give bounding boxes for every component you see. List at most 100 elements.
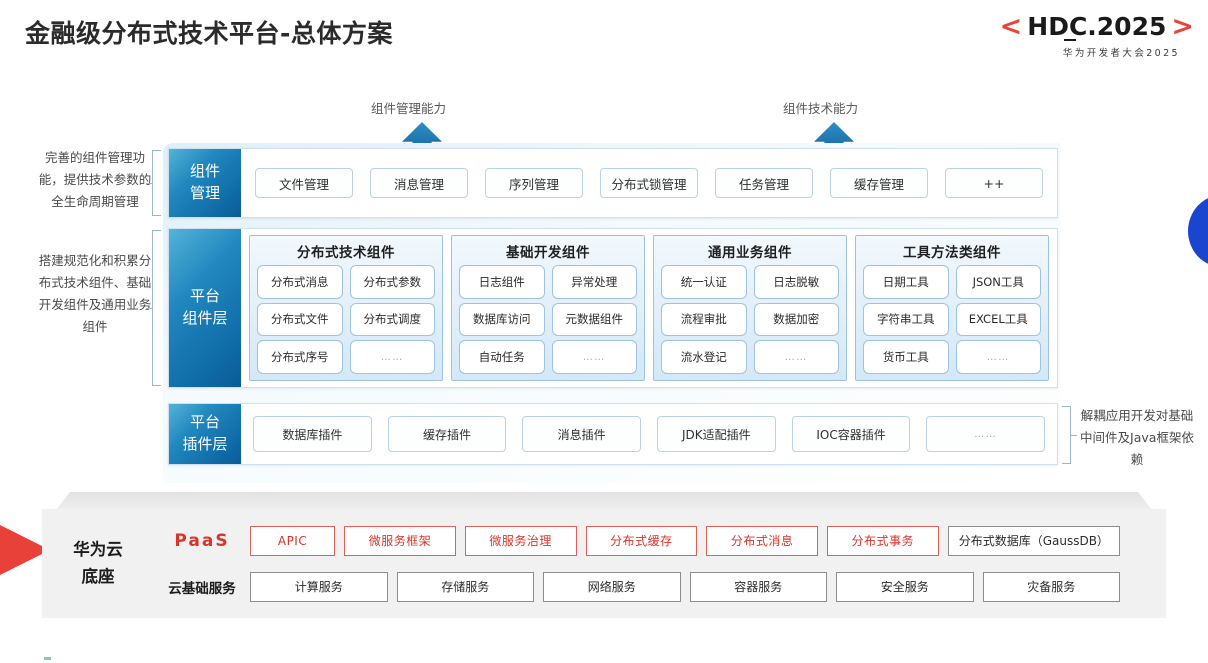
component-cell[interactable]: 字符串工具 [863,302,949,337]
hdc-logo-subtitle: 华为开发者大会2025 [1062,48,1180,59]
cloud-base-chip[interactable]: 网络服务 [543,571,681,602]
group-grid: 分布式消息 分布式参数 分布式文件 分布式调度 分布式序号 …… [257,265,435,374]
mgmt-item[interactable]: 任务管理 [715,168,813,198]
hdc-underline-mark [1064,39,1077,41]
platform-plugin-layer: 平台 插件层 数据库插件 缓存插件 消息插件 JDK适配插件 IOC容器插件 …… [168,403,1058,465]
platform-component-label: 平台 组件层 [169,229,241,387]
platform-plugin-label: 平台 插件层 [169,404,241,464]
component-cell[interactable]: 分布式参数 [349,265,435,299]
paas-chip[interactable]: 分布式消息 [706,525,818,556]
cloud-base-chip[interactable]: 容器服务 [689,571,827,602]
hdc-logo: < HDC.2025 > 华为开发者大会2025 [934,13,1194,59]
component-cell[interactable]: 分布式消息 [257,265,343,299]
mgmt-item-add[interactable]: ++ [945,168,1043,198]
component-cell[interactable]: 数据加密 [753,302,839,337]
paas-chip[interactable]: 分布式事务 [826,525,939,556]
component-cell[interactable]: 异常处理 [551,265,637,299]
component-cell[interactable]: 流程审批 [661,302,747,337]
paas-tag: PaaS [174,530,230,551]
plugin-item[interactable]: 消息插件 [522,416,642,452]
group-title: 基础开发组件 [506,245,590,261]
plugin-item-more[interactable]: …… [926,416,1046,452]
cloud-base-chip[interactable]: 存储服务 [396,571,534,602]
arrow-label-right: 组件技术能力 [783,101,859,116]
bracket-right-icon: > [1171,11,1194,42]
blue-lens-decoration [1188,195,1208,267]
paas-chip[interactable]: 微服务治理 [464,525,577,556]
group-grid: 日志组件 异常处理 数据库访问 元数据组件 自动任务 …… [459,265,637,374]
component-cell[interactable]: 分布式序号 [257,340,343,374]
bracket-left-bottom [146,230,161,386]
cloud-panel-title: 华为云 底座 [42,537,154,590]
group-grid: 统一认证 日志脱敏 流程审批 数据加密 流水登记 …… [661,265,839,374]
cloud-base-row: 云基础服务 计算服务 存储服务 网络服务 容器服务 安全服务 灾备服务 [154,570,1120,604]
component-cell[interactable]: 流水登记 [661,340,747,374]
component-cell[interactable]: JSON工具 [955,265,1041,299]
component-cell[interactable]: 货币工具 [863,340,949,374]
bracket-right [1062,406,1077,464]
cloud-base-chip[interactable]: 安全服务 [836,571,974,602]
bracket-tick [146,308,153,309]
paas-chip[interactable]: 分布式缓存 [585,525,698,556]
component-cell[interactable]: 分布式文件 [257,302,343,337]
mgmt-item[interactable]: 缓存管理 [830,168,928,198]
cloud-base-chip[interactable]: 计算服务 [250,571,388,602]
paas-chip[interactable]: APIC [250,525,336,556]
component-cell[interactable]: 数据库访问 [459,302,545,337]
bracket-tick [1070,435,1077,436]
plugin-item[interactable]: 数据库插件 [253,416,372,452]
component-cell[interactable]: 日志组件 [459,265,545,299]
component-management-layer: 组件 管理 文件管理 消息管理 序列管理 分布式锁管理 任务管理 缓存管理 ++ [168,148,1058,218]
paas-row: PaaS APIC 微服务框架 微服务治理 分布式缓存 分布式消息 分布式事务 … [154,524,1120,558]
mgmt-item[interactable]: 分布式锁管理 [600,168,698,198]
group-title: 分布式技术组件 [297,245,395,261]
mgmt-item[interactable]: 文件管理 [255,168,353,198]
plugin-item[interactable]: 缓存插件 [387,416,507,452]
component-cell-more[interactable]: …… [955,340,1041,374]
component-management-label: 组件 管理 [169,149,241,217]
mgmt-item[interactable]: 序列管理 [485,168,583,198]
cloud-base-tag: 云基础服务 [168,580,236,597]
component-group: 工具方法类组件 日期工具 JSON工具 字符串工具 EXCEL工具 货币工具 …… [855,235,1049,381]
component-management-items: 文件管理 消息管理 序列管理 分布式锁管理 任务管理 缓存管理 ++ [241,149,1057,217]
component-cell-more[interactable]: …… [753,340,839,374]
paas-items: APIC 微服务框架 微服务治理 分布式缓存 分布式消息 分布式事务 分布式数据… [250,525,1120,556]
hdc-logo-text: HDC.2025 [1027,12,1167,41]
bracket-tick [146,183,153,184]
mgmt-item[interactable]: 消息管理 [370,168,468,198]
component-cell[interactable]: 日期工具 [863,265,949,299]
label-line-2: 插件层 [182,435,228,453]
bracket-left-top [146,150,161,216]
plugin-item[interactable]: IOC容器插件 [791,416,911,452]
group-grid: 日期工具 JSON工具 字符串工具 EXCEL工具 货币工具 …… [863,265,1041,374]
label-line-1: 组件 [189,162,220,181]
side-note-right: 解耦应用开发对基础中间件及Java框架依赖 [1080,408,1194,467]
cloud-title-line-2: 底座 [81,566,115,586]
platform-plugin-items: 数据库插件 缓存插件 消息插件 JDK适配插件 IOC容器插件 …… [241,404,1057,464]
component-group: 分布式技术组件 分布式消息 分布式参数 分布式文件 分布式调度 分布式序号 …… [249,235,443,381]
component-cell-more[interactable]: …… [349,340,435,374]
component-cell[interactable]: EXCEL工具 [955,302,1041,337]
label-line-2: 管理 [189,184,220,202]
component-cell[interactable]: 元数据组件 [551,302,637,337]
component-group: 基础开发组件 日志组件 异常处理 数据库访问 元数据组件 自动任务 …… [451,235,645,381]
hdc-logo-main: < HDC.2025 > [934,11,1194,42]
group-title: 工具方法类组件 [903,245,1001,261]
platform-component-groups: 分布式技术组件 分布式消息 分布式参数 分布式文件 分布式调度 分布式序号 ……… [241,229,1057,387]
label-line-1: 平台 [189,287,220,306]
cloud-panel-rows: PaaS APIC 微服务框架 微服务治理 分布式缓存 分布式消息 分布式事务 … [154,524,1166,604]
cloud-panel-top-bevel [56,492,1152,510]
paas-chip-database[interactable]: 分布式数据库（GaussDB） [947,525,1120,556]
green-dot-decoration [44,657,51,660]
component-cell-more[interactable]: …… [551,340,637,374]
paas-chip[interactable]: 微服务框架 [344,525,456,556]
component-cell[interactable]: 统一认证 [661,265,747,299]
plugin-item[interactable]: JDK适配插件 [657,416,776,452]
component-cell[interactable]: 自动任务 [459,340,545,374]
label-line-2: 组件层 [182,309,228,327]
component-cell[interactable]: 分布式调度 [349,302,435,337]
component-cell[interactable]: 日志脱敏 [753,265,839,299]
group-title: 通用业务组件 [708,245,792,261]
cloud-base-chip[interactable]: 灾备服务 [982,571,1120,602]
